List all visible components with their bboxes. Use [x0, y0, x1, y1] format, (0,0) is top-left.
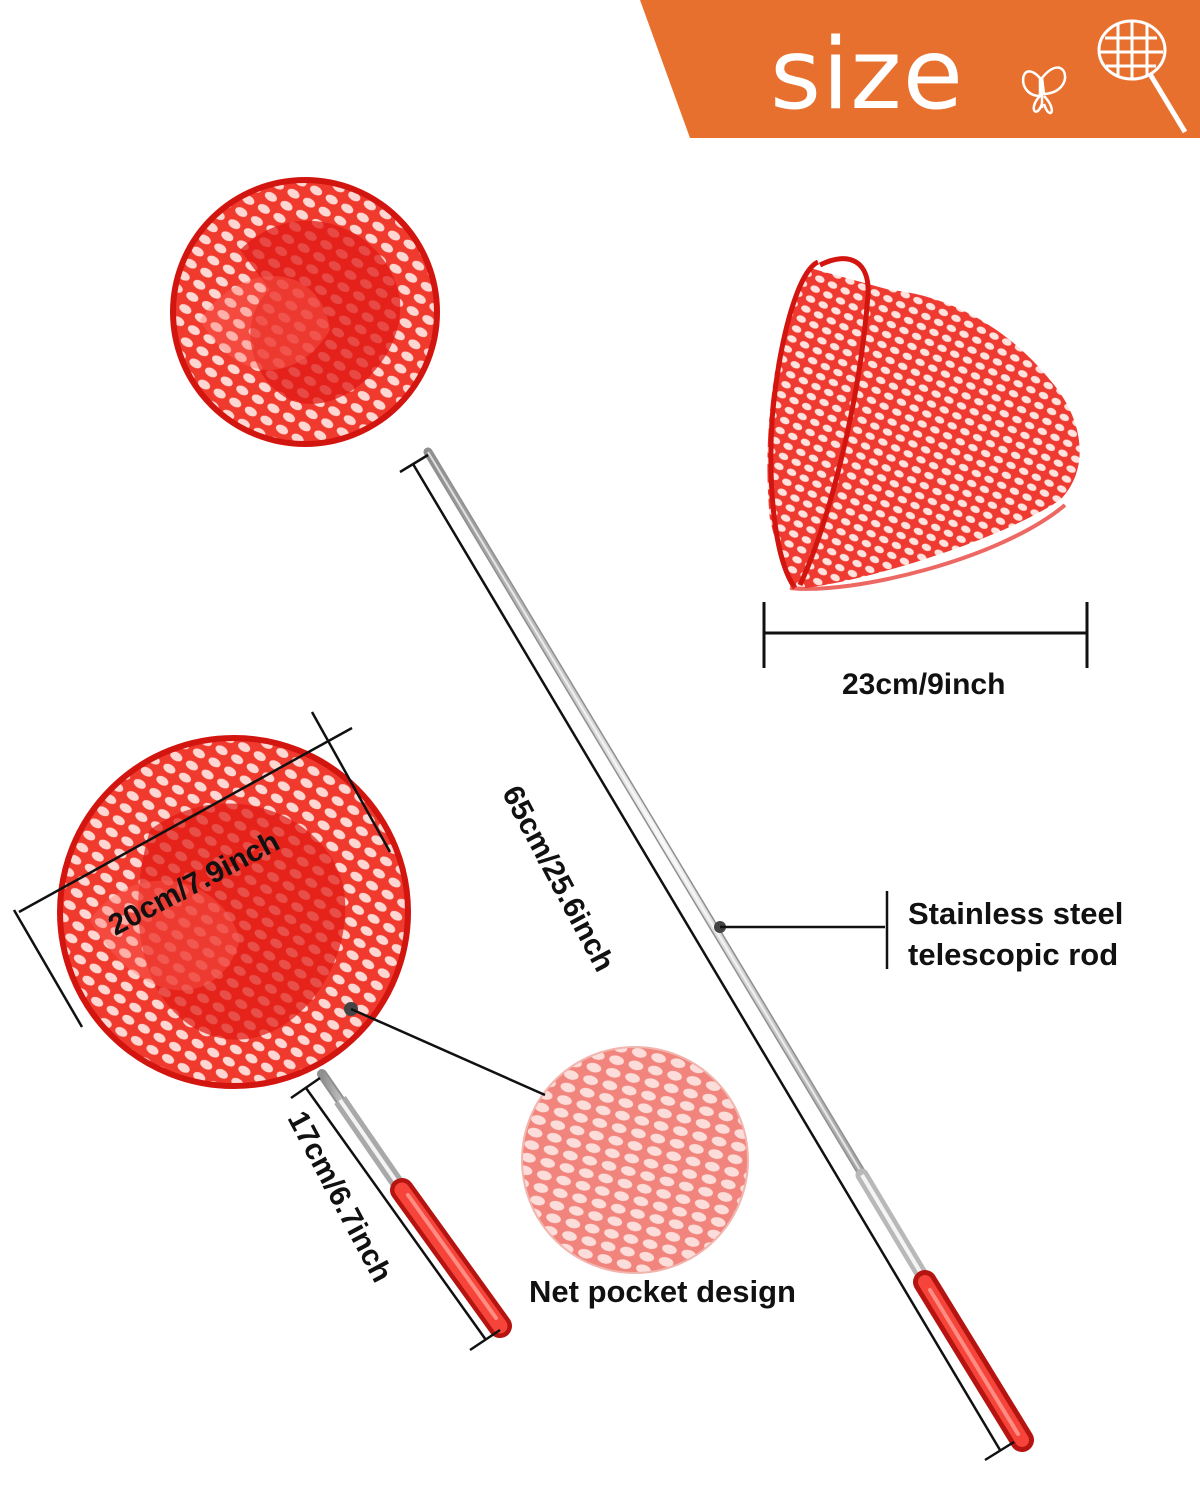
- rod-length-dimension-line: [399, 453, 1015, 1462]
- butterfly-icon: [1021, 66, 1067, 115]
- rod-callout-line-2: telescopic rod: [908, 937, 1119, 972]
- main-handle-grip: [913, 1270, 1034, 1452]
- head-width-dimension-line: [762, 602, 1089, 668]
- main-telescopic-rod: [423, 447, 932, 1287]
- page-title: size: [770, 18, 965, 132]
- head-width-label: 23cm/9inch: [842, 668, 1006, 701]
- rod-callout: Stainless steel telescopic rod: [908, 893, 1123, 975]
- side-view-net: [767, 256, 1080, 591]
- net-pocket-swatch: [521, 1046, 749, 1274]
- header-background: [640, 0, 1200, 138]
- rod-callout-leader: [714, 891, 889, 969]
- butterfly-net-icon: [1097, 19, 1188, 134]
- rod-callout-line-1: Stainless steel: [908, 896, 1124, 931]
- ring-diameter-dimension-line: [12, 711, 392, 1028]
- handle-length-dimension-line: [290, 1076, 501, 1352]
- pocket-callout-leader: [344, 1002, 546, 1097]
- small-net-head: [57, 735, 411, 1089]
- small-telescopic-rod: [317, 1069, 408, 1195]
- pocket-callout: Net pocket design: [529, 1274, 796, 1309]
- small-handle-grip: [390, 1178, 512, 1338]
- main-net-head: [170, 177, 440, 447]
- header-banner: [640, 0, 1200, 138]
